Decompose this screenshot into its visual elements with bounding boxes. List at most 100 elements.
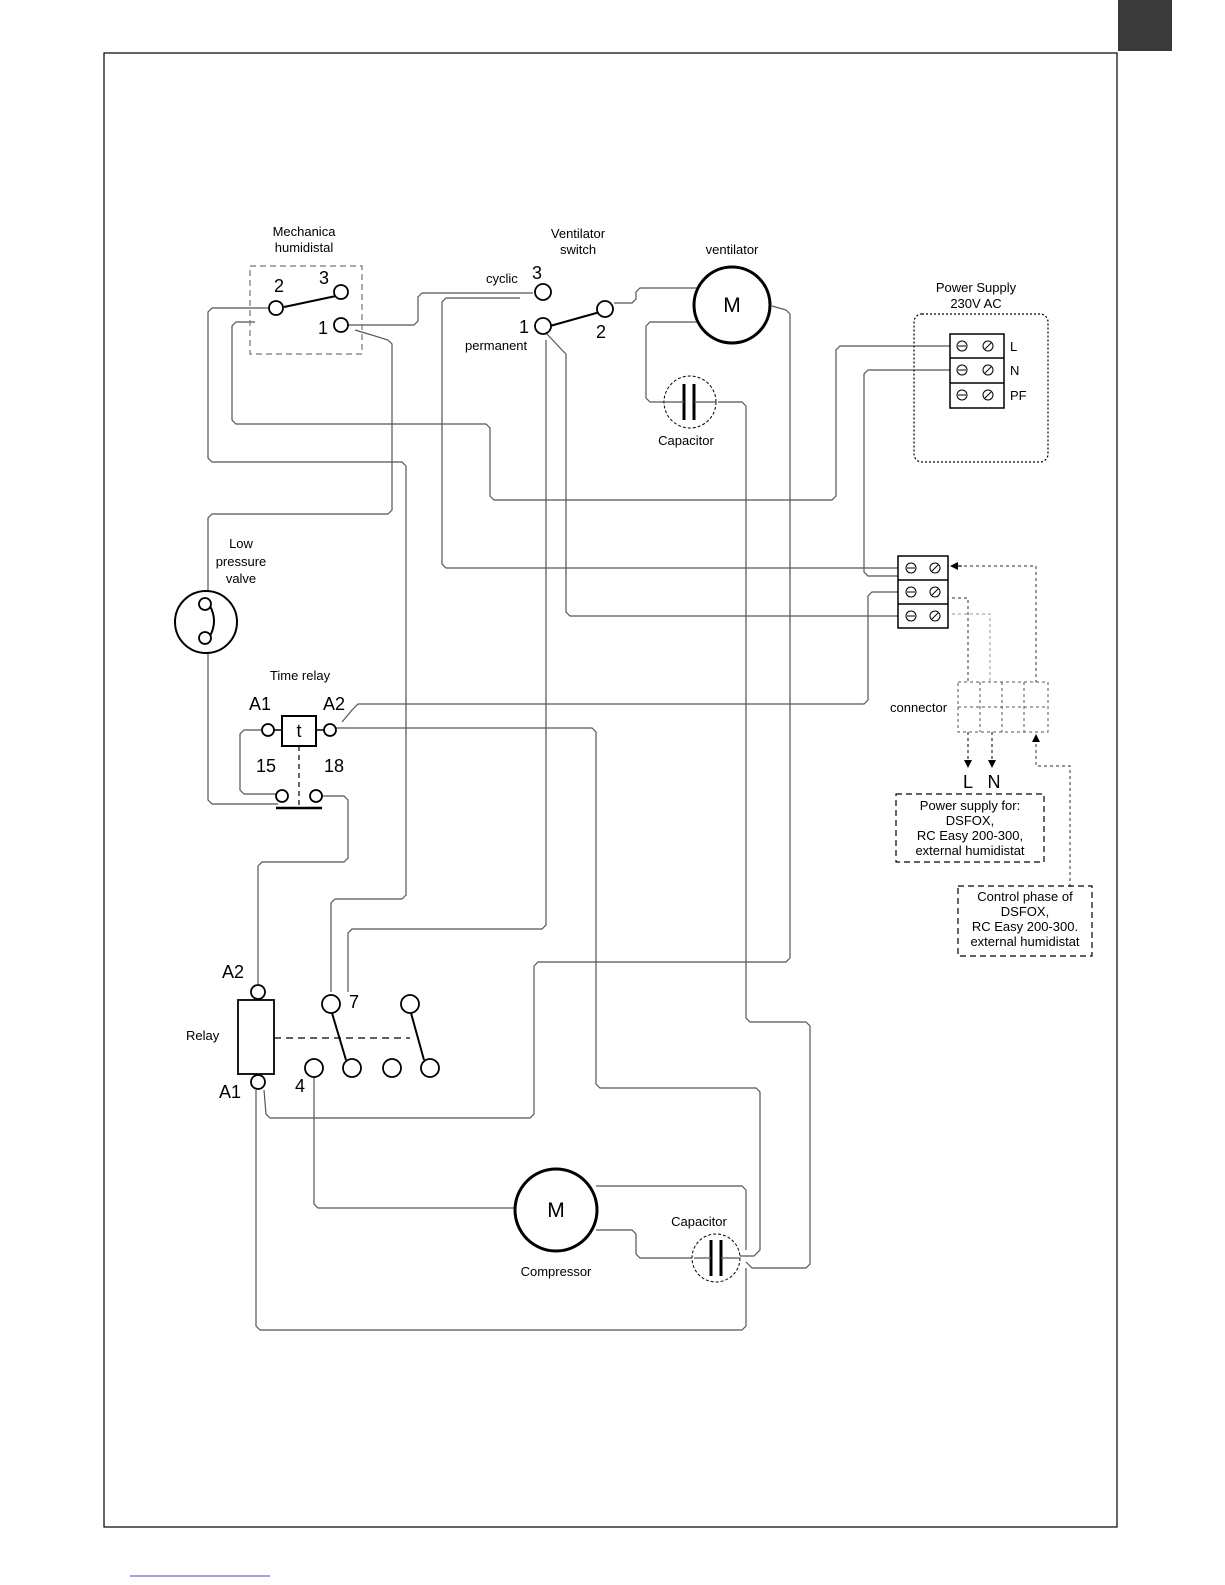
relay-contact-1-terminal [342, 1058, 362, 1078]
time-relay: Time relay A1 A2 t 15 18 [249, 668, 345, 810]
lpv-terminal-bottom [198, 631, 212, 645]
vswitch-terminal-2 [596, 300, 614, 318]
humidistat-terminal-3-label: 3 [319, 268, 329, 288]
connector-N-arrow-icon [988, 760, 996, 768]
lpv-title-3: valve [226, 571, 256, 586]
relay-A2-terminal [250, 984, 266, 1000]
connector-L-arrow-icon [964, 760, 972, 768]
terminal-arrowhead-icon [950, 562, 958, 570]
ps-N-label: N [1010, 363, 1019, 378]
relay-4-label: 4 [295, 1076, 305, 1096]
humidistat-terminal-2 [268, 300, 284, 316]
connector: connector L N [890, 681, 1049, 792]
ventilator-motor-symbol: M [723, 294, 741, 317]
relay-7-terminal [321, 994, 341, 1014]
cp-line-1: Control phase of [977, 889, 1073, 904]
vswitch-lever [549, 311, 601, 327]
compressor-capacitor-label: Capacitor [671, 1214, 727, 1229]
time-relay-15-label: 15 [256, 756, 276, 776]
humidistat-title-1: Mechanica [273, 224, 337, 239]
wires [207, 287, 1071, 1331]
time-relay-18-terminal [309, 789, 323, 803]
relay-contact-2-terminal [420, 1058, 440, 1078]
humidistat-contact-lever [283, 295, 337, 308]
lpv-title-1: Low [229, 536, 253, 551]
time-relay-A2-label: A2 [323, 694, 345, 714]
ventilator-motor-icon [692, 265, 772, 345]
connector-L-label: L [963, 772, 973, 792]
compressor-motor-icon [513, 1167, 599, 1253]
power-supply-title-1: Power Supply [936, 280, 1017, 295]
lpv-title-2: pressure [216, 554, 267, 569]
time-relay-A1-terminal [261, 723, 275, 737]
time-relay-t-label: t [296, 721, 301, 741]
vswitch-terminal-3-label: 3 [532, 263, 542, 283]
ventilator-motor: ventilator M [692, 242, 772, 345]
page-corner-tab [1118, 0, 1172, 51]
vswitch-permanent-label: permanent [465, 338, 528, 353]
power-supply-box [913, 313, 1049, 463]
lpv-terminal-top [198, 597, 212, 611]
lpv-contact [209, 605, 215, 637]
power-supply-title-2: 230V AC [950, 296, 1001, 311]
humidistat-terminal-1-label: 1 [318, 318, 328, 338]
relay-contact-2-top-terminal [400, 994, 420, 1014]
control-phase-note: Control phase of DSFOX, RC Easy 200-300.… [957, 885, 1093, 957]
vswitch-terminal-2-label: 2 [596, 322, 606, 342]
vswitch-terminal-1-label: 1 [519, 317, 529, 337]
vswitch-terminal-3 [534, 283, 552, 301]
relay-contact-2 [410, 1012, 425, 1061]
center-terminal-block [897, 555, 962, 629]
humidistat-box [249, 265, 363, 355]
time-relay-15-terminal [275, 789, 289, 803]
relay-A1-label: A1 [219, 1082, 241, 1102]
ventilator-switch: Ventilator switch cyclic 3 1 2 permanent [465, 226, 614, 353]
relay-7-label: 7 [349, 992, 359, 1012]
page-frame [103, 52, 1118, 1528]
ps-screws [956, 340, 994, 401]
low-pressure-valve: Low pressure valve [174, 536, 267, 654]
humidistat-title-2: humidistal [275, 240, 334, 255]
psfor-line-4: external humidistat [915, 843, 1024, 858]
relay-coil [237, 999, 275, 1075]
connector-label: connector [890, 700, 948, 715]
humidistat-terminal-3 [333, 284, 349, 300]
ps-PE-label: PF [1010, 388, 1027, 403]
relay-A2-label: A2 [222, 962, 244, 982]
time-relay-A2-terminal [323, 723, 337, 737]
vswitch-terminal-1 [534, 317, 552, 335]
humidistat-terminal-1 [333, 317, 349, 333]
power-supply: Power Supply 230V AC L N PF [913, 280, 1049, 463]
psfor-line-1: Power supply for: [920, 798, 1020, 813]
humidistat-terminal-2-label: 2 [274, 276, 284, 296]
compressor-label: Compressor [521, 1264, 592, 1279]
mechanical-humidistat: Mechanica humidistal 2 3 1 [249, 224, 363, 355]
relay-contact-1 [331, 1012, 347, 1061]
ventilator-capacitor-label: Capacitor [658, 433, 714, 448]
relay-contact-3-terminal [382, 1058, 402, 1078]
vswitch-title-2: switch [560, 242, 596, 257]
cp-line-2: DSFOX, [1001, 904, 1049, 919]
compressor-capacitor: Capacitor [671, 1214, 741, 1283]
psfor-line-3: RC Easy 200-300, [917, 828, 1023, 843]
relay-label: Relay [186, 1028, 220, 1043]
compressor: M Compressor [513, 1167, 599, 1279]
cp-line-4: external humidistat [970, 934, 1079, 949]
connector-control-arrow-icon [1032, 734, 1040, 742]
ventilator-title: ventilator [706, 242, 759, 257]
connector-N-label: N [988, 772, 1001, 792]
psfor-line-2: DSFOX, [946, 813, 994, 828]
relay-4-terminal [304, 1058, 324, 1078]
ventilator-capacitor: Capacitor [658, 375, 717, 448]
time-relay-title: Time relay [270, 668, 331, 683]
relay-A1-terminal [250, 1074, 266, 1090]
lpv-icon [174, 590, 238, 654]
ps-L-label: L [1010, 339, 1017, 354]
vswitch-cyclic-label: cyclic [486, 271, 518, 286]
cp-line-3: RC Easy 200-300. [972, 919, 1078, 934]
power-supply-for-note: Power supply for: DSFOX, RC Easy 200-300… [895, 793, 1045, 863]
time-relay-18-label: 18 [324, 756, 344, 776]
time-relay-A1-label: A1 [249, 694, 271, 714]
vswitch-title-1: Ventilator [551, 226, 606, 241]
